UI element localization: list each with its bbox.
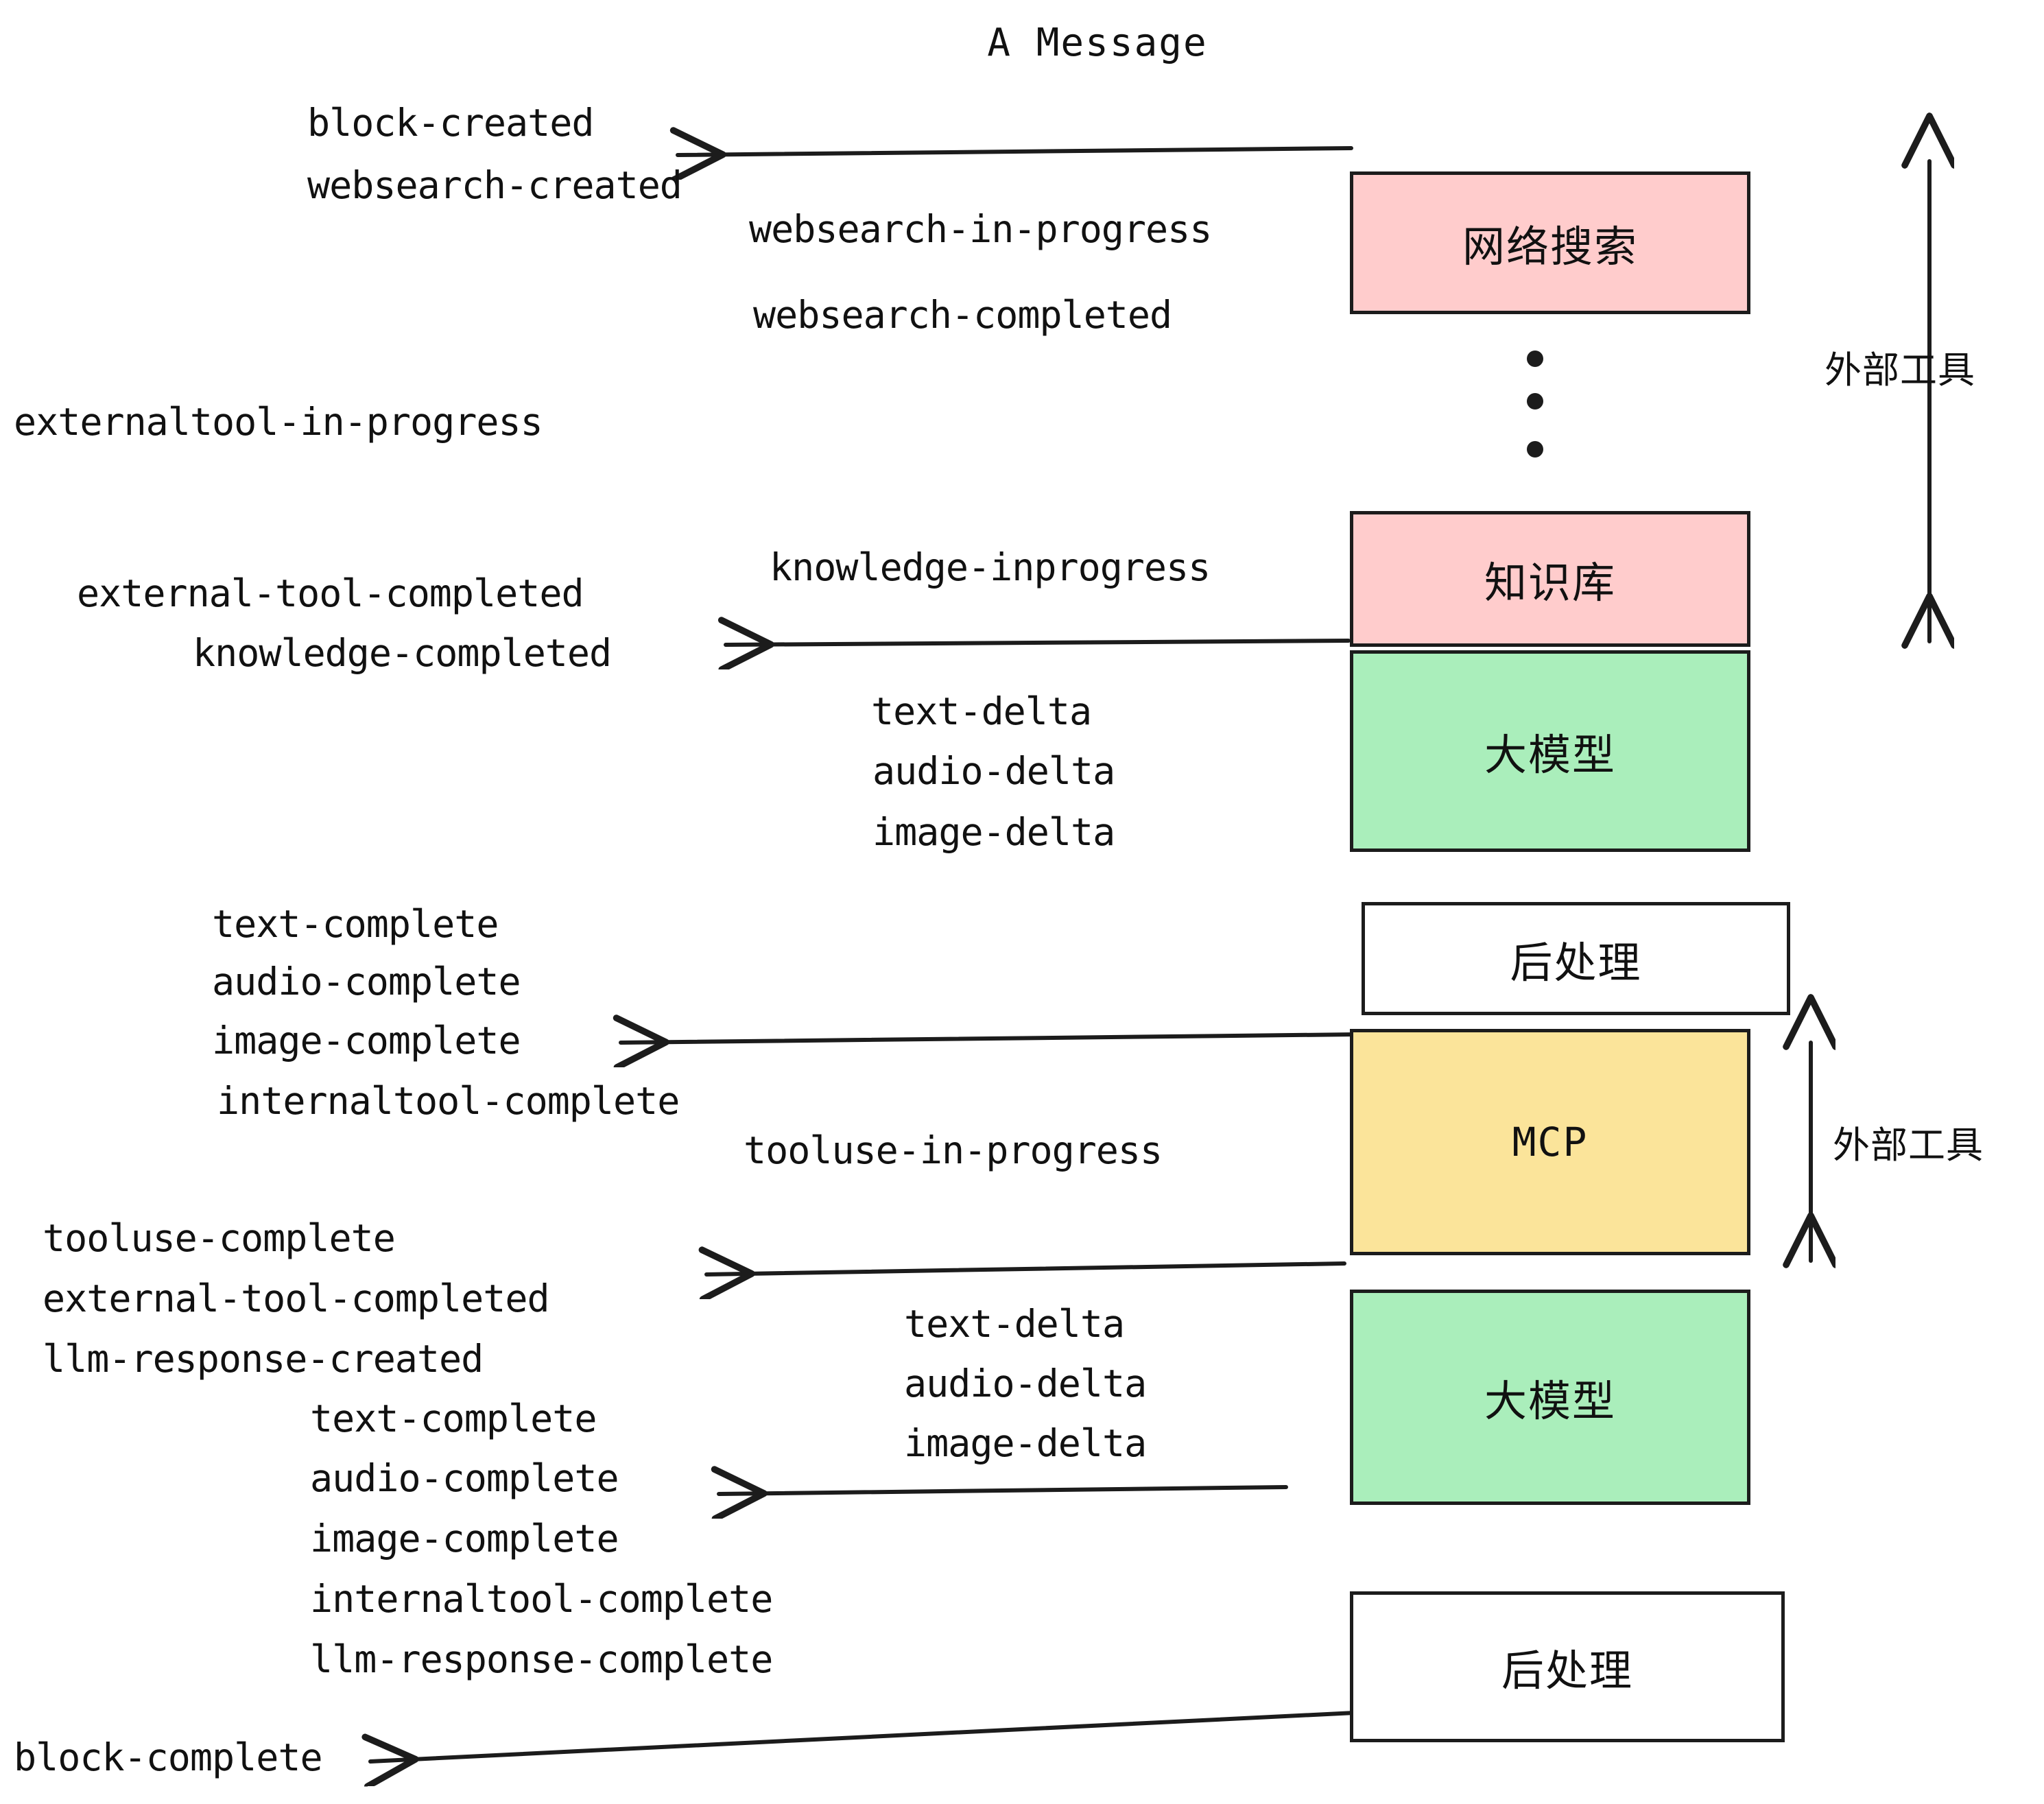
event-label-websearch-created: websearch-created	[307, 163, 682, 207]
arrow-websearch-to-block-created	[678, 148, 1353, 155]
box-websearch[interactable]: 网络搜索	[1350, 171, 1750, 314]
event-label-knowledge-inprogress: knowledge-inprogress	[770, 545, 1211, 589]
box-llm-1[interactable]: 大模型	[1350, 650, 1750, 852]
event-label-image-complete-1: image-complete	[212, 1019, 521, 1063]
box-mcp[interactable]: MCP	[1350, 1029, 1750, 1255]
arrow-llm1-to-image-complete	[621, 1034, 1359, 1043]
event-label-image-complete-2: image-complete	[310, 1517, 619, 1560]
event-label-tooluse-in-progress: tooluse-in-progress	[744, 1128, 1163, 1172]
box-knowledge[interactable]: 知识库	[1350, 511, 1750, 647]
arrow-knowledge-to-completed	[726, 641, 1351, 645]
event-label-internaltool-complete-1: internaltool-complete	[217, 1079, 680, 1123]
event-label-externaltool-in-progress: externaltool-in-progress	[14, 400, 543, 444]
event-label-external-tool-completed-2: external-tool-completed	[43, 1277, 550, 1320]
event-label-image-delta-1: image-delta	[872, 810, 1115, 854]
event-label-websearch-in-progress: websearch-in-progress	[749, 207, 1212, 251]
event-label-tooluse-complete: tooluse-complete	[43, 1216, 396, 1260]
event-label-audio-complete-1: audio-complete	[212, 960, 521, 1004]
event-label-internaltool-complete-2: internaltool-complete	[310, 1577, 773, 1621]
box-llm-2[interactable]: 大模型	[1350, 1290, 1750, 1505]
side-label-external-tools-bottom: 外部工具	[1833, 1124, 1984, 1167]
event-label-audio-delta-1: audio-delta	[872, 749, 1115, 793]
event-label-block-complete: block-complete	[14, 1735, 323, 1779]
event-label-external-tool-completed-1: external-tool-completed	[77, 571, 584, 615]
event-label-audio-complete-2: audio-complete	[310, 1456, 619, 1500]
arrow-mcp-to-tooluse-complete	[706, 1263, 1346, 1274]
event-label-llm-response-created: llm-response-created	[43, 1337, 484, 1381]
box-postprocess-2[interactable]: 后处理	[1350, 1591, 1785, 1742]
event-label-text-delta-1: text-delta	[871, 689, 1092, 733]
box-postprocess-1[interactable]: 后处理	[1362, 902, 1790, 1015]
event-label-image-delta-2: image-delta	[904, 1421, 1147, 1465]
event-label-llm-response-complete: llm-response-complete	[310, 1637, 773, 1681]
event-label-text-delta-2: text-delta	[904, 1302, 1125, 1346]
arrow-llm2-to-audio-complete	[719, 1487, 1288, 1494]
event-label-audio-delta-2: audio-delta	[904, 1362, 1147, 1405]
page-title: A Message	[987, 21, 1208, 65]
event-label-websearch-completed: websearch-completed	[753, 293, 1172, 337]
ellipsis-dot-1-icon	[1527, 351, 1543, 367]
arrow-postprocess2-to-block-complete	[370, 1711, 1357, 1761]
side-label-external-tools-top: 外部工具	[1825, 348, 1975, 392]
ellipsis-dot-3-icon	[1527, 441, 1543, 458]
event-label-text-complete-1: text-complete	[212, 902, 499, 946]
ellipsis-dot-2-icon	[1527, 393, 1543, 410]
event-label-text-complete-2: text-complete	[310, 1397, 597, 1440]
event-label-block-created: block-created	[307, 101, 594, 145]
event-label-knowledge-completed: knowledge-completed	[193, 631, 612, 675]
